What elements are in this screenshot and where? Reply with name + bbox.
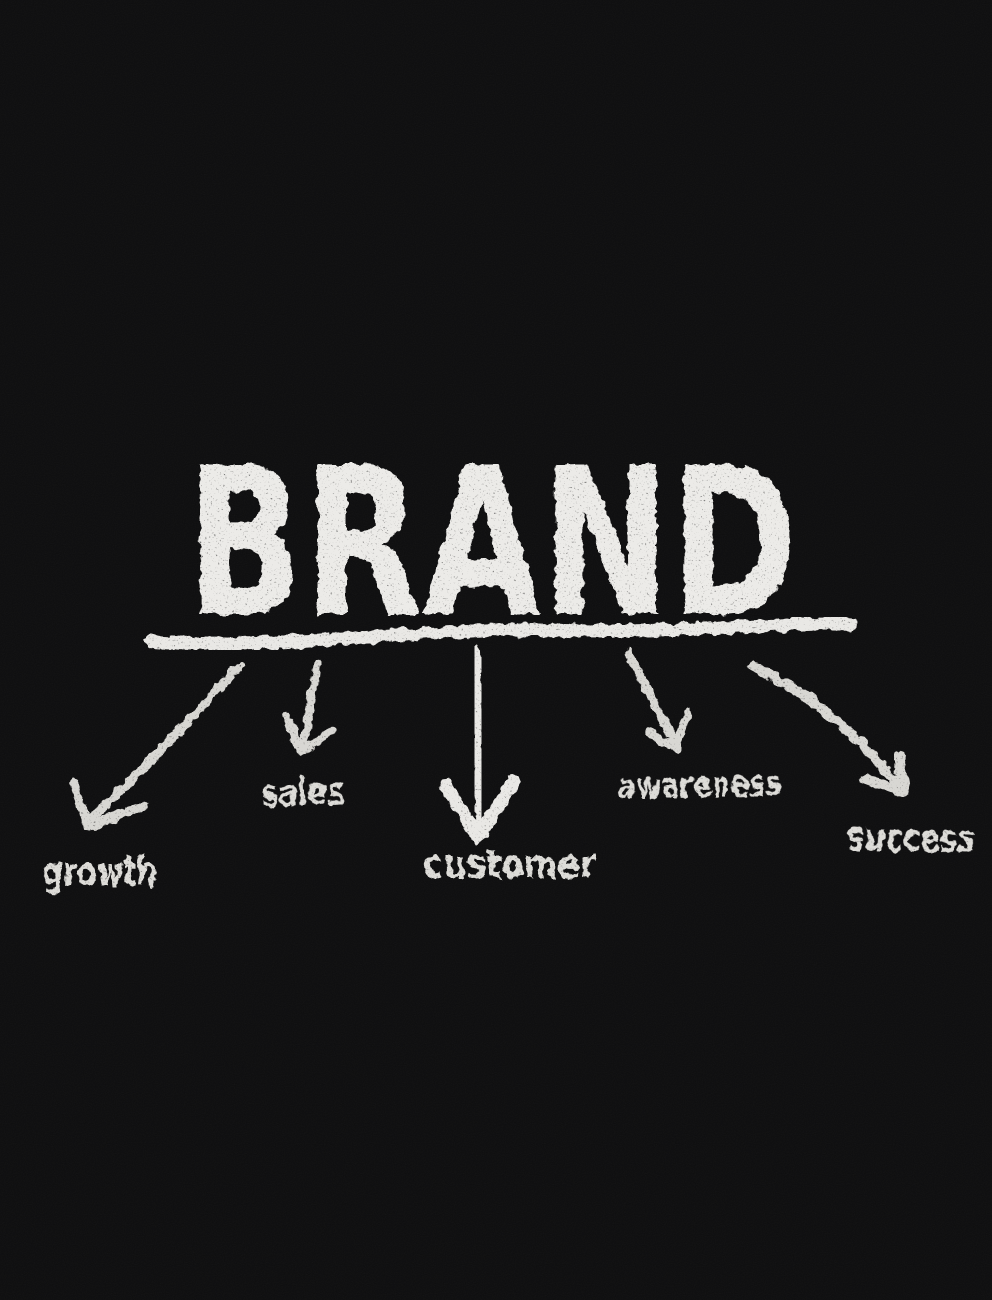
label-success: success — [847, 815, 976, 861]
arrowhead-growth-icon — [69, 778, 149, 831]
branch-sales: sales — [260, 658, 346, 818]
branch-customer: customer — [424, 645, 596, 888]
branch-growth: growth — [43, 659, 246, 896]
arrow-shaft-customer — [471, 645, 485, 833]
title-underline — [145, 617, 859, 651]
arrow-shaft-growth — [87, 659, 246, 823]
arrow-shaft-success — [747, 661, 901, 787]
label-customer: customer — [424, 842, 596, 888]
label-sales: sales — [260, 769, 346, 818]
arrowhead-success-icon — [861, 751, 909, 798]
arrow-shaft-sales — [298, 658, 322, 751]
arrowhead-awareness-icon — [645, 708, 692, 754]
branch-success: success — [747, 661, 976, 861]
arrow-shaft-awareness — [623, 648, 680, 748]
arrowhead-sales-icon — [281, 711, 337, 756]
arrowhead-customer-icon — [439, 774, 520, 845]
label-growth: growth — [43, 847, 157, 896]
branch-awareness: awareness — [617, 648, 782, 808]
label-awareness: awareness — [617, 764, 782, 808]
